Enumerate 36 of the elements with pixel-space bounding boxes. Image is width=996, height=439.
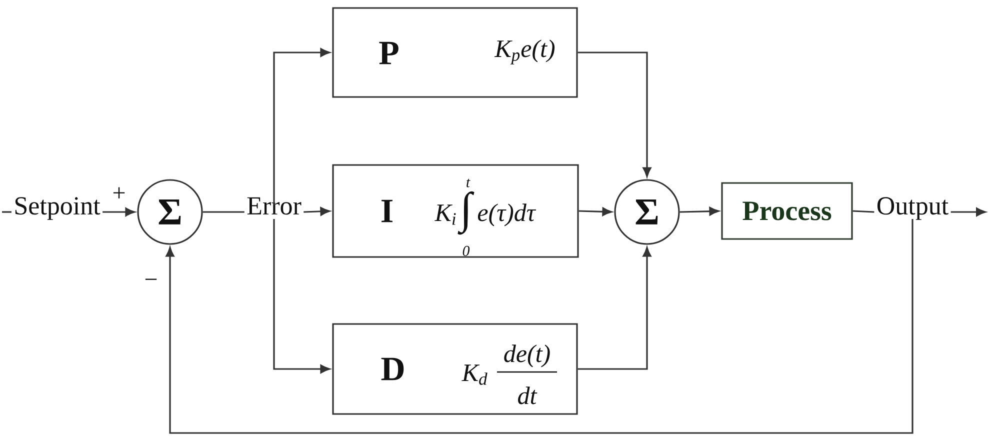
block-box (332, 323, 578, 415)
connector-line (202, 211, 244, 213)
process-box: Process (721, 182, 853, 240)
summing-junction: Σ (137, 179, 203, 245)
arrow (578, 246, 652, 370)
integral-sign: ∫ (458, 191, 474, 235)
integral-limit: t (466, 178, 470, 188)
integral-limit: 0 (462, 246, 470, 256)
arrow (578, 52, 652, 177)
arrow (950, 208, 986, 216)
connector-line (2, 211, 12, 213)
signal-label: Setpoint (15, 197, 100, 220)
arrow (273, 48, 330, 205)
block-letter: P (379, 42, 398, 64)
arrow (578, 207, 612, 216)
arrow (273, 219, 330, 374)
summing-junction: Σ (614, 179, 680, 245)
block-box (332, 164, 579, 258)
formula-term: de(t) (504, 344, 550, 368)
formula-term: K$_{i}$ (434, 204, 456, 225)
sign-label: + (113, 187, 125, 198)
formula-term: K$_{d}$ (462, 364, 488, 385)
block-letter: I (382, 200, 392, 222)
signal-label: Error (247, 197, 302, 215)
arrow (304, 207, 330, 216)
formula-term: dt (518, 386, 538, 404)
sign-label: − (145, 278, 157, 280)
arrow (166, 219, 914, 434)
formula: K$_{p}$e(t) (494, 40, 555, 64)
connector-line (852, 210, 874, 213)
arrow (102, 208, 136, 216)
formula-term: e(τ)dτ (478, 204, 536, 226)
signal-label: Output (877, 197, 948, 220)
block-box (332, 7, 578, 98)
arrow (680, 206, 720, 216)
block-letter: D (381, 358, 404, 380)
